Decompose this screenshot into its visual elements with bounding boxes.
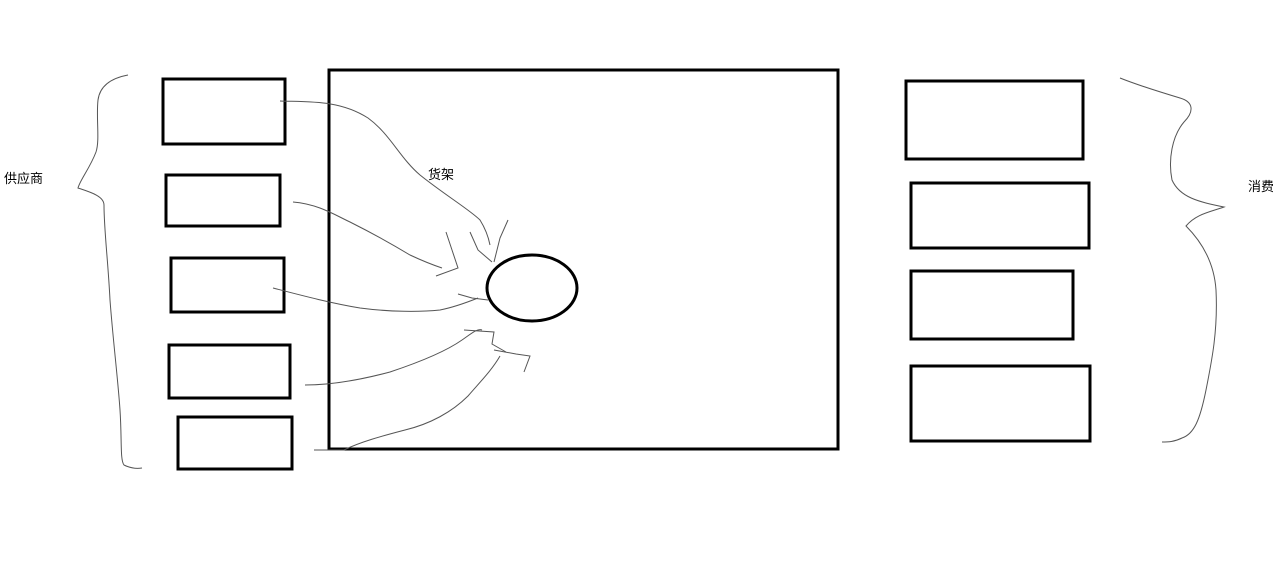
supplier-label: 供应商 — [4, 172, 44, 187]
arrow-2 — [292, 201, 443, 269]
arrow-5-head — [493, 349, 531, 373]
arrow-3-head — [457, 293, 489, 301]
consumer-box-2 — [909, 181, 1091, 250]
shelf-center-ellipse — [485, 253, 579, 323]
arrow-4 — [304, 329, 483, 386]
arrow-1 — [279, 100, 491, 246]
supplier-brace — [77, 74, 143, 469]
supplier-box-3 — [169, 256, 286, 314]
supplier-box-2 — [164, 173, 282, 228]
consumer-label: 消费 — [1248, 180, 1273, 195]
arrow-4-head — [463, 329, 507, 353]
supplier-box-1 — [161, 77, 287, 146]
arrow-1-head — [469, 219, 509, 263]
consumer-box-3 — [909, 269, 1075, 341]
shelf-label: 货架 — [428, 168, 455, 183]
consumer-box-1 — [904, 79, 1085, 161]
supplier-box-4 — [167, 343, 292, 400]
consumer-brace — [1119, 77, 1226, 443]
shelf-box — [327, 68, 840, 451]
consumer-box-4 — [909, 364, 1092, 443]
arrow-5 — [314, 355, 501, 451]
arrow-2-head — [435, 231, 459, 277]
arrow-3 — [272, 287, 479, 312]
supplier-box-5 — [176, 415, 294, 471]
supply-arrows — [272, 100, 531, 451]
